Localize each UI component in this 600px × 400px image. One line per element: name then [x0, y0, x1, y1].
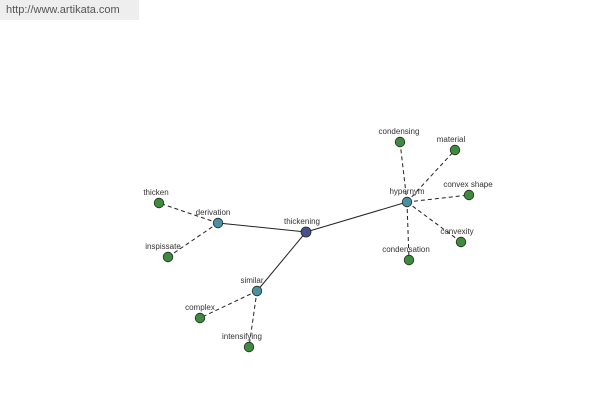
edge-similar-intensifying — [248, 290, 258, 348]
relation-node-derivation-label[interactable]: derivation — [196, 208, 231, 217]
center-node-dot[interactable] — [300, 226, 312, 238]
word-node-intensifying-label[interactable]: intensifying — [222, 332, 262, 341]
word-node-condensation-label[interactable]: condensation — [382, 245, 430, 254]
edge-center-derivation — [217, 222, 307, 233]
edge-hypernym-condensation — [406, 201, 410, 261]
word-node-inspissate[interactable]: inspissate — [145, 242, 181, 263]
relation-node-similar[interactable]: similar — [240, 276, 264, 297]
word-node-thicken-label[interactable]: thicken — [143, 188, 168, 197]
graph-nodes: thicken inspissate derivation complex intens… — [143, 127, 493, 353]
word-node-complex[interactable]: complex — [185, 303, 215, 324]
graph-edges — [158, 141, 470, 348]
edge-derivation-thicken — [158, 202, 219, 224]
edge-hypernym-convexity — [406, 201, 462, 243]
edge-hypernym-condensing — [399, 141, 408, 203]
word-node-convex-shape[interactable]: convex shape — [443, 180, 493, 201]
edge-hypernym-material — [406, 149, 456, 203]
relation-node-derivation[interactable]: derivation — [196, 208, 231, 229]
edge-hypernym-convex-shape — [406, 194, 470, 203]
word-node-material-dot[interactable] — [449, 144, 461, 156]
word-node-intensifying[interactable]: intensifying — [222, 332, 262, 353]
edge-center-hypernym — [305, 201, 408, 233]
word-node-condensing-dot[interactable] — [394, 136, 406, 148]
word-node-convexity-dot[interactable] — [455, 236, 467, 248]
word-node-condensation[interactable]: condensation — [382, 245, 430, 266]
word-node-complex-dot[interactable] — [194, 312, 206, 324]
word-node-intensifying-dot[interactable] — [243, 341, 255, 353]
word-node-material[interactable]: material — [437, 135, 466, 156]
relation-node-similar-dot[interactable] — [251, 285, 263, 297]
edge-center-similar — [256, 231, 307, 292]
word-node-thicken[interactable]: thicken — [143, 188, 169, 209]
relation-node-hypernym-dot[interactable] — [401, 196, 413, 208]
word-node-thicken-dot[interactable] — [153, 197, 165, 209]
word-node-convex-shape-label[interactable]: convex shape — [443, 180, 493, 189]
edge-similar-complex — [199, 290, 258, 319]
word-node-condensing[interactable]: condensing — [379, 127, 420, 148]
relation-node-similar-label[interactable]: similar — [240, 276, 263, 285]
word-node-convexity[interactable]: convexity — [440, 227, 474, 248]
relation-node-hypernym-label[interactable]: hypernym — [389, 187, 424, 196]
word-node-condensing-label[interactable]: condensing — [379, 127, 420, 136]
word-node-condensation-dot[interactable] — [403, 254, 415, 266]
word-node-inspissate-label[interactable]: inspissate — [145, 242, 181, 251]
word-node-complex-label[interactable]: complex — [185, 303, 215, 312]
word-node-material-label[interactable]: material — [437, 135, 466, 144]
word-node-convex-shape-dot[interactable] — [463, 189, 475, 201]
relation-node-hypernym[interactable]: hypernym — [389, 187, 425, 208]
center-node-label[interactable]: thickening — [284, 217, 320, 226]
word-node-inspissate-dot[interactable] — [162, 251, 174, 263]
source-url[interactable]: http://www.artikata.com — [0, 0, 139, 20]
word-node-convexity-label[interactable]: convexity — [440, 227, 473, 236]
center-node[interactable]: thickening — [284, 217, 320, 238]
relation-node-derivation-dot[interactable] — [212, 217, 224, 229]
edge-derivation-inspissate — [167, 222, 219, 258]
